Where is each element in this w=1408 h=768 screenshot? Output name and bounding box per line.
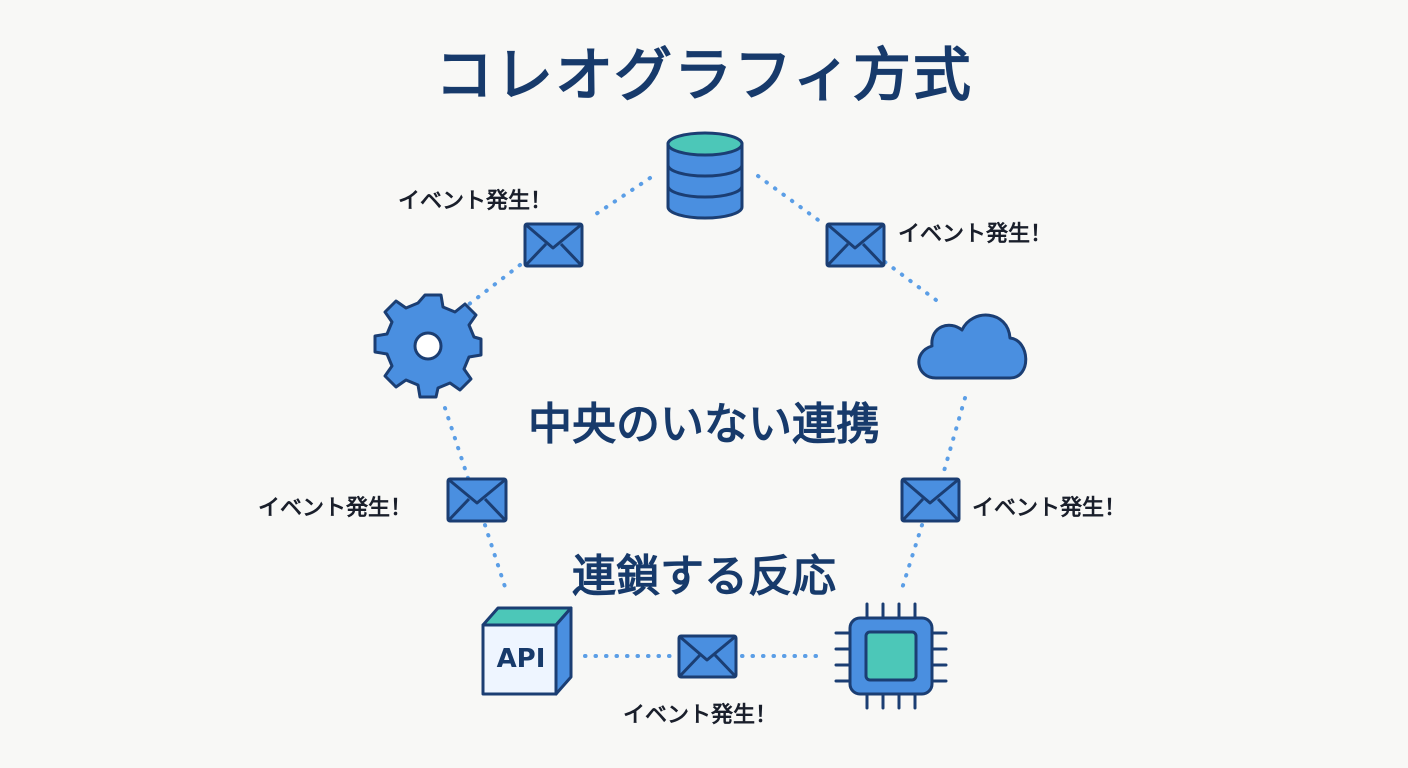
connector-cloud-chip-b bbox=[898, 523, 924, 597]
mail-icon bbox=[446, 477, 508, 523]
center-subheading: 連鎖する反応 bbox=[572, 551, 836, 602]
event-label: イベント発生！ bbox=[972, 496, 1127, 521]
page-title: コレオグラフィ方式 bbox=[435, 41, 973, 109]
connector-gear-api-a bbox=[443, 406, 470, 480]
api-label: API bbox=[496, 644, 546, 674]
event-label: イベント発生！ bbox=[398, 189, 553, 214]
connector-db-cloud-b bbox=[883, 260, 942, 305]
connector-cloud-chip-a bbox=[940, 396, 967, 480]
gear-icon bbox=[373, 293, 483, 399]
api-cube-icon bbox=[481, 606, 573, 696]
mail-icon bbox=[677, 634, 738, 679]
cloud-icon bbox=[917, 313, 1028, 380]
connector-db-gear-b bbox=[466, 263, 522, 307]
event-label: イベント発生！ bbox=[258, 496, 413, 521]
event-label: イベント発生！ bbox=[623, 703, 778, 728]
chip-icon bbox=[834, 602, 948, 710]
connectors bbox=[443, 174, 967, 658]
center-heading: 中央のいない連携 bbox=[528, 399, 880, 450]
mail-icon bbox=[825, 222, 886, 268]
database-icon bbox=[666, 131, 744, 220]
connector-db-gear-a bbox=[588, 176, 652, 220]
connector-db-cloud-a bbox=[756, 174, 827, 227]
mail-icon bbox=[900, 477, 961, 523]
mail-icon bbox=[523, 222, 584, 268]
connector-gear-api-b bbox=[483, 523, 508, 592]
event-label: イベント発生！ bbox=[898, 222, 1053, 247]
